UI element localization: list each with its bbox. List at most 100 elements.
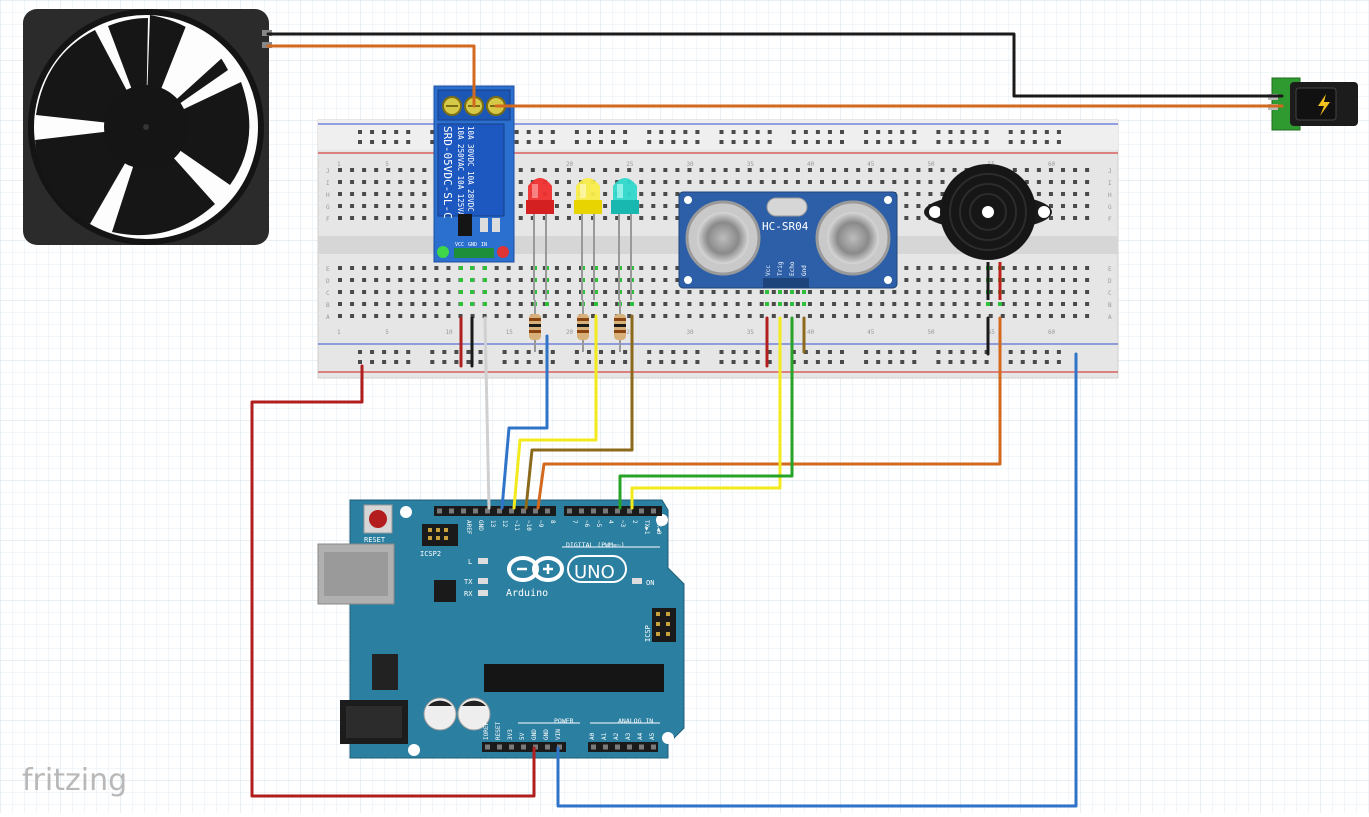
breadboard-hole bbox=[374, 180, 379, 184]
breadboard-hole bbox=[1020, 130, 1025, 134]
breadboard-row-label: F bbox=[1108, 216, 1112, 223]
breadboard-hole bbox=[723, 168, 728, 172]
breadboard-hole bbox=[362, 168, 367, 172]
reset-button[interactable] bbox=[363, 504, 393, 534]
breadboard-hole bbox=[1020, 350, 1025, 354]
breadboard-hole bbox=[864, 130, 869, 134]
breadboard-hole bbox=[1048, 314, 1053, 318]
breadboard-hole bbox=[844, 290, 849, 294]
breadboard-hole bbox=[844, 168, 849, 172]
breadboard-hole bbox=[627, 314, 632, 318]
wire-black bbox=[266, 32, 1284, 98]
breadboard-hole bbox=[458, 314, 463, 318]
header-pin bbox=[521, 508, 526, 514]
breadboard-hole bbox=[394, 360, 399, 364]
breadboard-hole bbox=[791, 130, 796, 134]
breadboard-hole bbox=[574, 350, 579, 354]
breadboard-hole bbox=[719, 360, 724, 364]
breadboard-hole bbox=[675, 204, 680, 208]
header-pin bbox=[591, 508, 596, 514]
breadboard-hole bbox=[651, 192, 656, 196]
resistor bbox=[577, 300, 589, 352]
breadboard-hole bbox=[358, 360, 362, 364]
breadboard-hole bbox=[807, 168, 812, 172]
breadboard-hole bbox=[651, 290, 656, 294]
breadboard-hole bbox=[1073, 192, 1078, 196]
breadboard-hole bbox=[566, 314, 571, 318]
breadboard-hole bbox=[711, 314, 716, 318]
breadboard-hole bbox=[406, 140, 411, 144]
breadboard-hole bbox=[1048, 180, 1053, 184]
breadboard-hole bbox=[494, 302, 499, 306]
breadboard-hole bbox=[647, 140, 652, 144]
breadboard-hole bbox=[1048, 192, 1053, 196]
breadboard-hole bbox=[434, 266, 439, 270]
breadboard-hole bbox=[566, 192, 571, 196]
relay-rating-line: 10A 30VDC 10A 28VDC bbox=[466, 126, 475, 212]
breadboard-connected-hole bbox=[998, 302, 1002, 306]
breadboard-hole bbox=[350, 216, 355, 220]
breadboard-hole bbox=[675, 180, 680, 184]
header-pin bbox=[639, 744, 644, 750]
breadboard-hole bbox=[442, 360, 447, 364]
breadboard-hole bbox=[398, 314, 403, 318]
breadboard-column-label: 25 bbox=[626, 329, 634, 336]
breadboard-hole bbox=[1024, 302, 1029, 306]
wire-yellow bbox=[630, 316, 782, 510]
breadboard-column-label: 25 bbox=[626, 161, 634, 168]
power-pin-label: VIN bbox=[555, 729, 562, 740]
breadboard-hole bbox=[795, 290, 800, 294]
breadboard-hole bbox=[807, 314, 812, 318]
breadboard-hole bbox=[362, 192, 367, 196]
breadboard-hole bbox=[566, 216, 571, 220]
wire-brown bbox=[524, 314, 634, 510]
breadboard-hole bbox=[394, 140, 399, 144]
breadboard-hole bbox=[554, 192, 559, 196]
breadboard-hole bbox=[807, 290, 812, 294]
breadboard-hole bbox=[747, 168, 752, 172]
breadboard-row-label: J bbox=[326, 168, 330, 175]
breadboard-hole bbox=[514, 130, 519, 134]
breadboard-hole bbox=[1056, 350, 1061, 354]
analog-header bbox=[588, 742, 658, 752]
digital-header-label: DIGITAL (PWM=~) bbox=[566, 541, 625, 549]
breadboard-hole bbox=[747, 314, 752, 318]
breadboard-hole bbox=[350, 266, 355, 270]
breadboard-hole bbox=[398, 302, 403, 306]
icsp2-label: ICSP2 bbox=[420, 550, 441, 558]
breadboard-hole bbox=[1085, 278, 1090, 282]
breadboard-hole bbox=[1036, 314, 1041, 318]
breadboard-hole bbox=[675, 266, 680, 270]
breadboard-hole bbox=[1073, 216, 1078, 220]
breadboard-hole bbox=[904, 168, 909, 172]
breadboard-hole bbox=[976, 290, 981, 294]
breadboard-hole bbox=[566, 302, 571, 306]
header-pin bbox=[485, 744, 490, 750]
breadboard-hole bbox=[747, 302, 752, 306]
breadboard-hole bbox=[518, 204, 523, 208]
breadboard-hole bbox=[663, 216, 668, 220]
breadboard-connected-hole bbox=[790, 290, 794, 294]
breadboard-hole bbox=[398, 278, 403, 282]
breadboard-hole bbox=[591, 168, 596, 172]
breadboard-hole bbox=[695, 350, 700, 354]
breadboard-hole bbox=[362, 302, 367, 306]
breadboard-hole bbox=[566, 290, 571, 294]
breadboard-hole bbox=[651, 314, 656, 318]
breadboard-hole bbox=[651, 302, 656, 306]
breadboard-hole bbox=[820, 180, 824, 184]
breadboard-hole bbox=[803, 360, 808, 364]
breadboard-hole bbox=[586, 350, 591, 354]
relay-pin-label: GND bbox=[468, 242, 477, 248]
relay-led-green bbox=[437, 246, 449, 258]
breadboard-hole bbox=[627, 266, 632, 270]
breadboard-hole bbox=[743, 360, 748, 364]
breadboard-hole bbox=[1036, 302, 1041, 306]
breadboard-hole bbox=[386, 180, 391, 184]
breadboard-hole bbox=[827, 360, 832, 364]
breadboard-hole bbox=[671, 350, 676, 354]
breadboard-hole bbox=[1073, 168, 1078, 172]
breadboard-hole bbox=[599, 140, 603, 144]
breadboard-hole bbox=[783, 180, 788, 184]
breadboard-hole bbox=[410, 302, 415, 306]
